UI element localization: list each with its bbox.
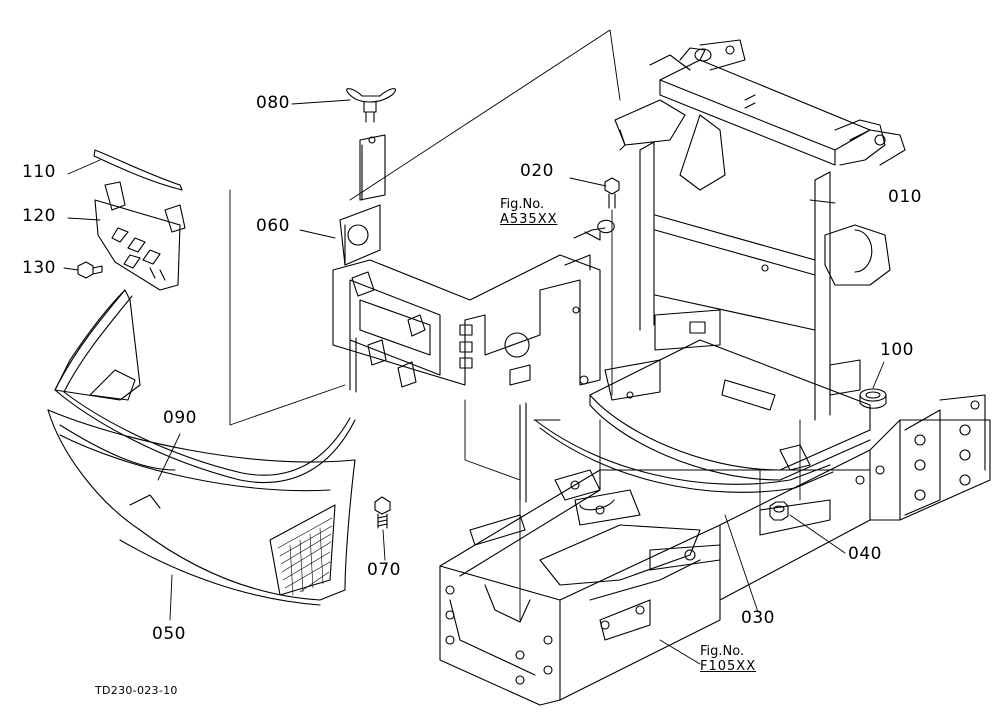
figure-ref-a535: Fig.No. A535XX xyxy=(500,197,558,228)
figure-ref-f105-code: F105XX xyxy=(700,658,757,674)
part-label-110: 110 xyxy=(22,162,56,182)
support-bracket-drawing xyxy=(614,39,906,421)
figure-ref-a535-prefix: Fig.No. xyxy=(500,197,545,212)
nut-040-drawing xyxy=(769,501,789,521)
alignment-lines xyxy=(229,29,801,621)
grille-drawing xyxy=(94,181,186,291)
part-label-130: 130 xyxy=(22,258,56,278)
floor-plate-drawing xyxy=(534,309,871,493)
bolt-070-drawing xyxy=(374,496,391,529)
part-label-050: 050 xyxy=(152,624,186,644)
part-label-090: 090 xyxy=(163,408,197,428)
part-label-020: 020 xyxy=(520,161,554,181)
part-label-060: 060 xyxy=(256,216,290,236)
seal-strip-drawing xyxy=(54,289,356,484)
chassis-frame-drawing xyxy=(439,394,991,706)
part-label-100: 100 xyxy=(880,340,914,360)
figure-ref-a535-code: A535XX xyxy=(500,211,558,227)
bracket-plate-drawing xyxy=(332,134,601,503)
wing-nut-drawing xyxy=(346,88,397,123)
part-label-120: 120 xyxy=(22,206,56,226)
leader-lines xyxy=(63,99,885,665)
figure-ref-f105-prefix: Fig.No. xyxy=(700,644,745,659)
rubber-strip-drawing xyxy=(93,149,183,191)
figure-ref-f105: Fig.No. F105XX xyxy=(700,644,757,675)
grommet-drawing xyxy=(859,388,887,409)
terminal-drawing xyxy=(573,219,615,241)
part-label-030: 030 xyxy=(741,608,775,628)
screw-130-drawing xyxy=(77,261,103,279)
part-label-070: 070 xyxy=(367,560,401,580)
bolt-020-drawing xyxy=(604,177,620,209)
part-label-040: 040 xyxy=(848,544,882,564)
part-label-010: 010 xyxy=(888,187,922,207)
drawing-code: TD230-023-10 xyxy=(95,684,178,697)
front-cover-drawing xyxy=(47,289,356,606)
part-label-080: 080 xyxy=(256,93,290,113)
